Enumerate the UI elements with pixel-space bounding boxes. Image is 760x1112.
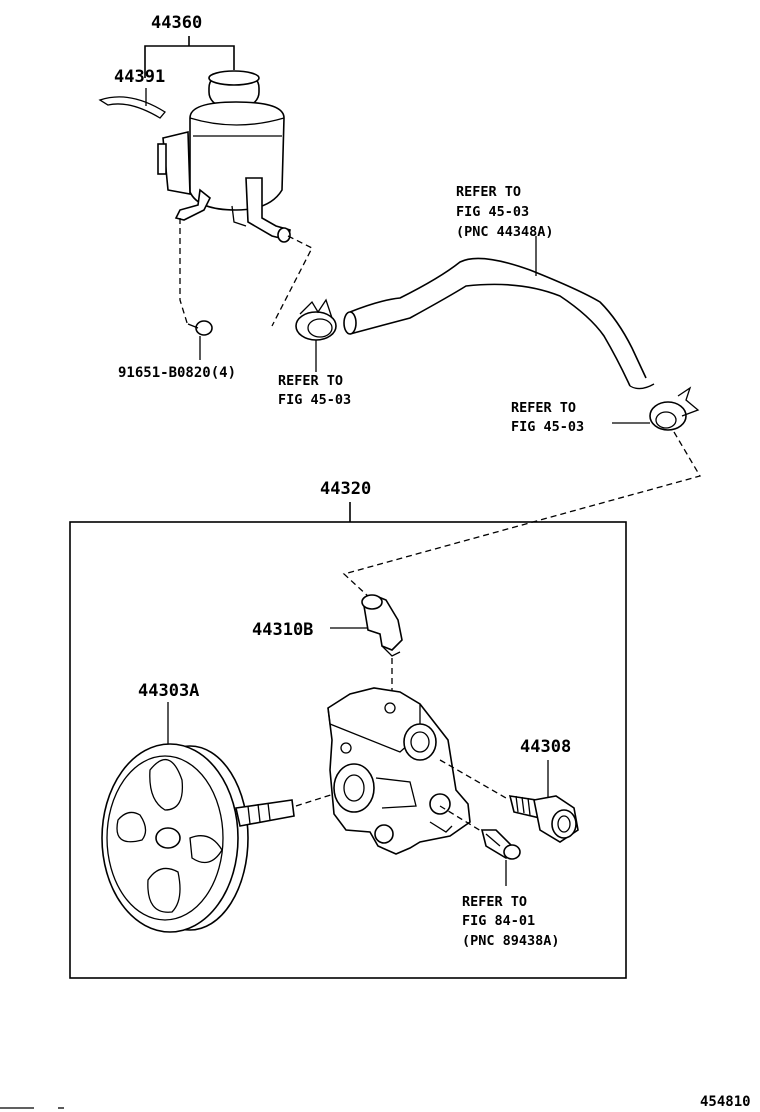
turn-arrow-icon xyxy=(98,88,166,119)
hose-clamp-left-icon xyxy=(295,298,337,341)
pump-assembly-icon xyxy=(327,687,471,855)
refer-left-line2: FIG 45-03 xyxy=(278,392,351,408)
refer-right-line1: REFER TO xyxy=(511,400,576,416)
refer-left-line1: REFER TO xyxy=(278,373,343,389)
pulley-icon xyxy=(101,743,295,933)
label-44303a: 44303A xyxy=(138,681,199,701)
label-44360: 44360 xyxy=(151,13,202,33)
refer-sensor-line2: FIG 84-01 xyxy=(462,913,535,929)
hose-clamp-right-icon xyxy=(649,386,700,431)
label-91651: 91651-B0820(4) xyxy=(118,365,236,381)
union-bolt-icon xyxy=(508,795,579,843)
bracket-bolt-icon xyxy=(187,320,213,336)
refer-sensor-line3: (PNC 89438A) xyxy=(462,933,560,949)
refer-hose-line1: REFER TO xyxy=(456,184,521,200)
label-44308: 44308 xyxy=(520,737,571,757)
pressure-switch-icon xyxy=(480,829,521,860)
label-44310b: 44310B xyxy=(252,620,313,640)
refer-hose-line2: FIG 45-03 xyxy=(456,204,529,220)
drawing-number: 454810 xyxy=(700,1094,751,1110)
label-44320: 44320 xyxy=(320,479,371,499)
refer-right-line2: FIG 45-03 xyxy=(511,419,584,435)
refer-hose-line3: (PNC 44348A) xyxy=(456,224,554,240)
assembly-box xyxy=(69,521,627,979)
reservoir-tank-icon xyxy=(157,70,291,243)
label-44391: 44391 xyxy=(114,67,165,87)
return-hose-icon xyxy=(343,257,655,390)
refer-sensor-line1: REFER TO xyxy=(462,894,527,910)
union-fitting-icon xyxy=(361,594,403,657)
